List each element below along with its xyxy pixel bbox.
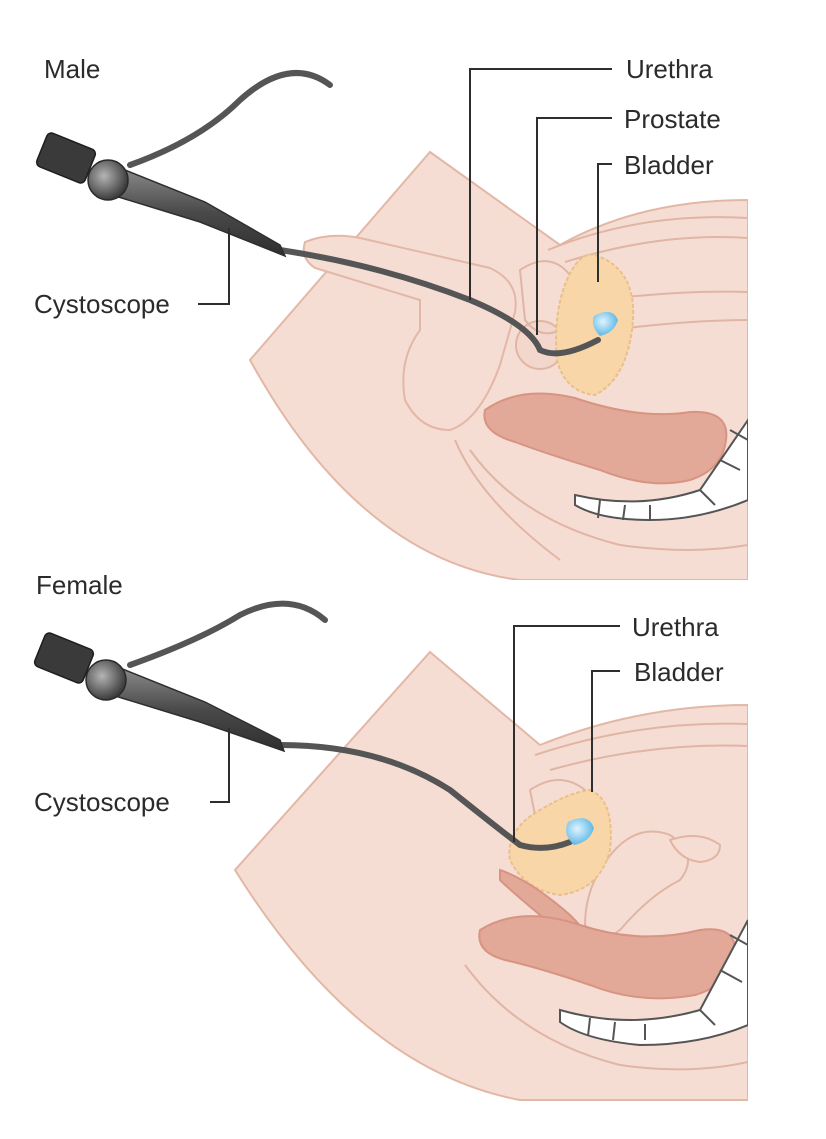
- female-bladder-leader: [591, 670, 620, 792]
- female-scope-cable: [127, 600, 328, 668]
- female-urethra-label: Urethra: [632, 612, 719, 642]
- male-scope-knob: [87, 159, 129, 201]
- male-abdominal-wall: [547, 216, 748, 251]
- female-anatomy: [233, 650, 748, 1101]
- male-penis: [302, 234, 517, 432]
- male-scope-tube: [277, 247, 601, 357]
- female-sacrum: [559, 919, 748, 1047]
- male-panel: Male: [34, 54, 748, 580]
- male-heading: Male: [44, 54, 100, 84]
- male-perineum-contour: [469, 449, 748, 551]
- male-urethra-label: Urethra: [626, 54, 713, 84]
- female-cystoscope-leader: [210, 728, 230, 803]
- female-heading: Female: [36, 570, 123, 600]
- male-bladder-leader: [597, 163, 612, 282]
- male-scope-light-icon: [592, 311, 618, 336]
- female-panel: Female: [33, 570, 748, 1101]
- female-scope-shaft: [111, 666, 286, 753]
- male-bladder-label: Bladder: [624, 150, 714, 180]
- male-urethra-leader: [469, 68, 612, 300]
- male-scope-shaft: [111, 166, 287, 258]
- male-rectum: [483, 392, 728, 485]
- female-bladder-label: Bladder: [634, 657, 724, 687]
- female-cystoscope-label: Cystoscope: [34, 787, 170, 817]
- female-perineum-contour: [464, 964, 748, 1071]
- male-scope-eyepiece: [35, 132, 97, 184]
- female-scope-tube: [277, 742, 573, 851]
- female-urethra-leader: [513, 625, 620, 842]
- male-gluteal-contour: [454, 439, 561, 561]
- female-ovary: [668, 835, 722, 864]
- female-uterus: [583, 830, 689, 938]
- female-cystoscope: [33, 600, 594, 851]
- female-scope-eyepiece: [33, 632, 95, 684]
- female-abdominal-wall: [534, 722, 748, 756]
- male-prostate-label: Prostate: [624, 104, 721, 134]
- male-anatomy: [248, 150, 748, 580]
- female-scope-knob: [85, 659, 127, 701]
- male-cystoscope-label: Cystoscope: [34, 289, 170, 319]
- male-cystoscope-leader: [198, 228, 230, 305]
- male-scope-cable: [127, 70, 333, 168]
- male-cystoscope: [35, 70, 618, 357]
- female-peritoneum-line: [549, 744, 748, 771]
- male-vertebra-lines: [597, 429, 748, 521]
- female-vertebra-lines: [587, 934, 748, 1041]
- female-scope-light-icon: [566, 818, 594, 845]
- male-prostate-leader: [536, 117, 612, 335]
